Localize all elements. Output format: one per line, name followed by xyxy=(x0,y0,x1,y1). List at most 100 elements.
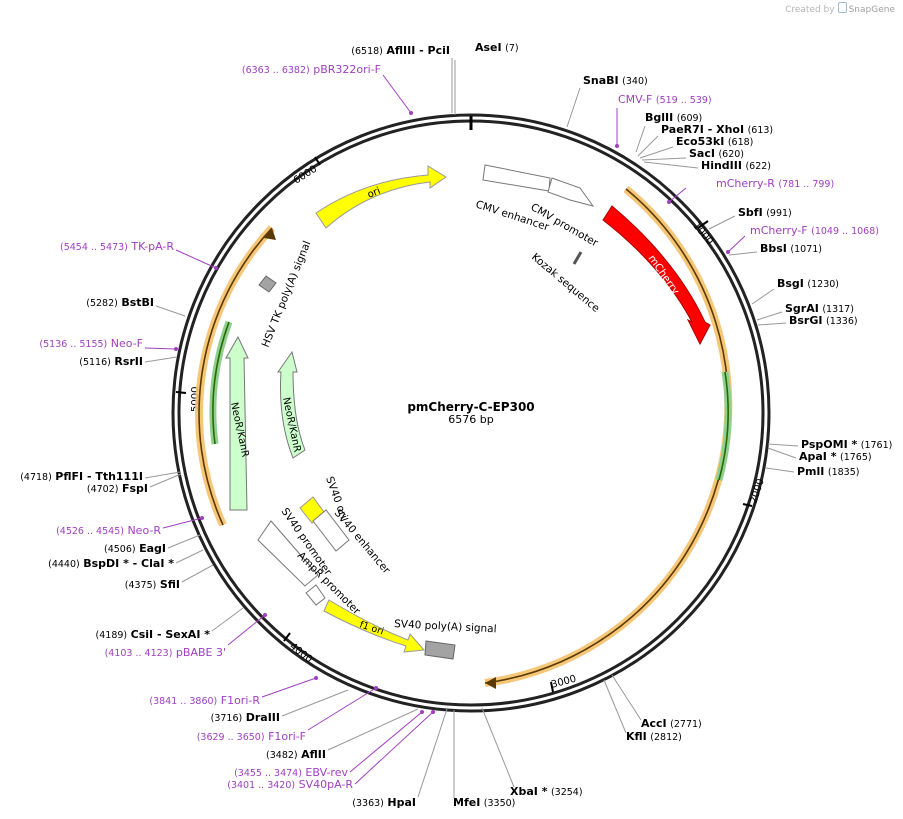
site-name-25: AflII xyxy=(301,748,326,761)
site-pos-41: (6363 .. 6382) xyxy=(242,65,310,76)
feature-kozak xyxy=(572,251,583,265)
site-pos-4: (613) xyxy=(748,125,774,136)
site-pos-39: (5282) xyxy=(86,298,118,309)
site-name-16: ApaI * xyxy=(799,450,837,463)
site-label-0: AseI (7) xyxy=(475,41,519,54)
site-name-24: EBV-rev xyxy=(305,766,348,779)
primer-site-marker-23 xyxy=(431,710,435,714)
plasmid-backbone xyxy=(171,113,771,713)
primer-site-marker-41 xyxy=(409,111,413,115)
site-pos-21: (3350) xyxy=(484,798,516,809)
site-leader-33 xyxy=(167,534,201,549)
site-leader-6 xyxy=(641,157,687,161)
site-leader-31 xyxy=(181,564,214,583)
site-pos-42: (6518) xyxy=(351,46,383,57)
site-label-39: (5282) BstBI xyxy=(86,296,154,309)
site-name-10: mCherry-F xyxy=(750,224,808,237)
site-label-26: (3629 .. 3650) F1ori-F xyxy=(197,730,306,743)
site-leader-38 xyxy=(144,347,177,350)
site-pos-35: (4702) xyxy=(87,484,119,495)
site-leader-40 xyxy=(175,249,217,269)
site-leader-20 xyxy=(481,707,515,788)
site-leader-3 xyxy=(635,125,646,153)
site-pos-12: (1230) xyxy=(807,279,839,290)
site-name-22: HpaI xyxy=(387,796,416,809)
site-label-4: PaeR7I - XhoI (613) xyxy=(661,123,773,136)
site-leader-24 xyxy=(349,711,423,773)
site-leader-22 xyxy=(417,708,448,798)
feature-sv40-enhancer xyxy=(312,509,350,552)
site-name-27: DraIII xyxy=(246,711,280,724)
site-leader-16 xyxy=(767,447,797,459)
site-name-19: KflI xyxy=(626,730,647,743)
site-pos-19: (2812) xyxy=(650,732,682,743)
site-name-35: FspI xyxy=(122,482,148,495)
site-name-14: BsrGI xyxy=(789,314,822,327)
site-name-12: BsgI xyxy=(777,277,804,290)
site-label-23: (3401 .. 3420) SV40pA-R xyxy=(227,778,353,791)
site-pos-23: (3401 .. 3420) xyxy=(227,780,295,791)
site-label-31: (4375) SfiI xyxy=(125,578,180,591)
site-pos-16: (1765) xyxy=(840,452,872,463)
tick-1000-mark xyxy=(697,220,709,229)
site-name-9: SbfI xyxy=(738,206,763,219)
label-f1-ori: f1 ori xyxy=(358,619,385,637)
site-pos-14: (1336) xyxy=(826,316,858,327)
site-leader-27 xyxy=(281,689,349,717)
feature-f1-ori xyxy=(323,599,426,653)
site-label-37: (5116) RsrII xyxy=(79,355,143,368)
primer-site-marker-28 xyxy=(314,676,318,680)
label-kozak: Kozak sequence xyxy=(529,251,602,315)
site-name-0: AseI xyxy=(475,41,502,54)
plasmid-title: pmCherry-C-EP300 6576 bp xyxy=(407,400,534,426)
site-name-29: pBABE 3' xyxy=(176,646,226,659)
site-leader-13 xyxy=(756,311,783,321)
site-pos-37: (5116) xyxy=(79,357,111,368)
site-pos-7: (622) xyxy=(745,161,771,172)
site-label-24: (3455 .. 3474) EBV-rev xyxy=(234,766,348,779)
orf-arc-mcherry-line xyxy=(484,188,730,684)
site-name-11: BbsI xyxy=(760,242,787,255)
site-pos-28: (3841 .. 3860) xyxy=(149,696,217,707)
features xyxy=(225,164,711,660)
credit-brand: SnapGene xyxy=(848,5,895,15)
site-leader-39 xyxy=(155,305,186,317)
site-leader-1 xyxy=(566,87,581,128)
site-name-38: Neo-F xyxy=(111,337,143,350)
site-leader-18 xyxy=(611,674,642,721)
plasmid-name: pmCherry-C-EP300 xyxy=(407,400,534,414)
site-label-27: (3716) DraIII xyxy=(211,711,280,724)
label-sv40-polya: SV40 poly(A) signal xyxy=(394,618,497,635)
site-leader-14 xyxy=(757,322,787,326)
site-pos-33: (4506) xyxy=(104,544,136,555)
tick-4000-mark xyxy=(283,632,291,642)
green-arc-right-line xyxy=(718,371,729,481)
site-pos-40: (5454 .. 5473) xyxy=(60,242,128,253)
feature-ori xyxy=(315,165,447,229)
site-name-42: AflIII - PciI xyxy=(386,44,450,57)
site-leader-9 xyxy=(708,215,736,230)
site-pos-24: (3455 .. 3474) xyxy=(234,768,302,779)
site-label-32: (4440) BspDI * - ClaI * xyxy=(48,557,174,570)
site-pos-5: (618) xyxy=(728,137,754,148)
credit-prefix: Created by xyxy=(785,5,835,15)
site-leader-37 xyxy=(144,356,178,363)
site-name-6: SacI xyxy=(689,147,715,160)
site-pos-20: (3254) xyxy=(551,787,583,798)
site-label-10: mCherry-F (1049 .. 1068) xyxy=(750,224,879,237)
feature-sv40-promoter xyxy=(257,520,319,587)
primer-site-marker-40 xyxy=(214,266,218,270)
feature-mcherry xyxy=(602,205,711,346)
site-name-40: TK-pA-R xyxy=(130,240,174,253)
primer-site-marker-29 xyxy=(263,613,267,617)
site-name-17: PmlI xyxy=(797,465,824,478)
site-leader-5 xyxy=(639,146,674,159)
site-label-20: XbaI * (3254) xyxy=(510,785,583,798)
site-leader-36 xyxy=(144,471,181,479)
site-pos-30: (4189) xyxy=(96,630,128,641)
primer-site-marker-10 xyxy=(726,250,730,254)
site-name-37: RsrII xyxy=(114,355,143,368)
site-leader-7 xyxy=(643,161,699,169)
site-pos-29: (4103 .. 4123) xyxy=(105,648,173,659)
site-label-22: (3363) HpaI xyxy=(352,796,416,809)
